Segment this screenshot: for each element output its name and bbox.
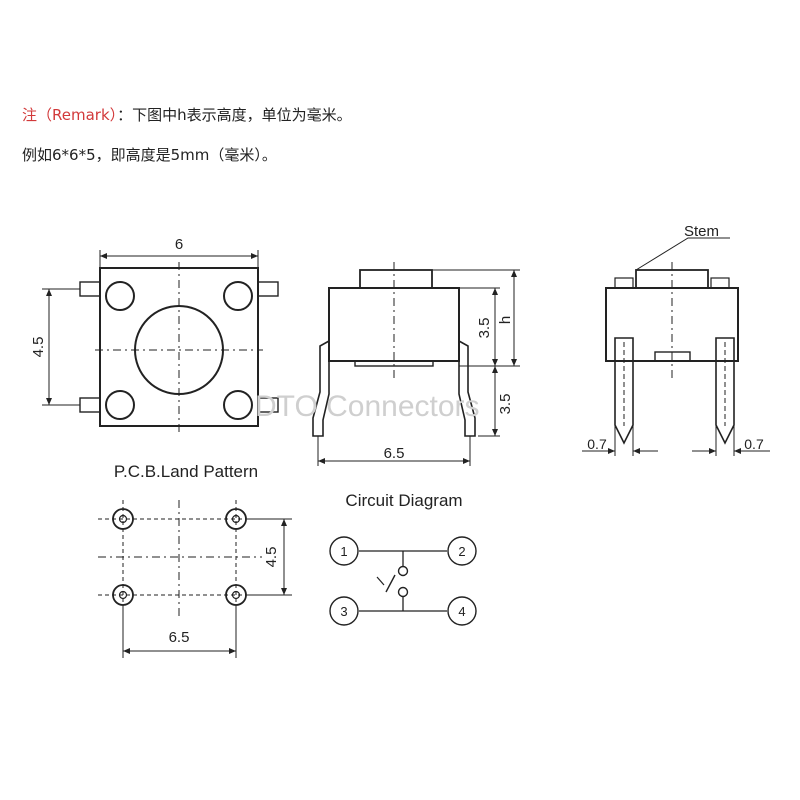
side-view-stem: [359, 269, 433, 289]
pcb-row-spacing-dimension: 4.5: [263, 547, 280, 568]
remark-label-en: （Remark）: [37, 106, 118, 124]
stem-label: Stem: [684, 223, 719, 240]
top-view-lead-br: [257, 397, 279, 413]
terminal-2: [447, 536, 477, 566]
pin-width-left-dimension: 0.7: [587, 436, 607, 452]
watermark-text: DTO Connectors: [255, 390, 480, 423]
pcb-title: P.C.B.Land Pattern: [114, 462, 258, 481]
terminal-1: [329, 536, 359, 566]
top-view-corner-bl: [105, 390, 135, 420]
top-view-corner-tl: [105, 281, 135, 311]
remark-text: ：下图中h表示高度，单位为毫米。: [117, 106, 352, 124]
top-view-corner-br: [223, 390, 253, 420]
top-view-lead-tl: [79, 281, 101, 297]
terminal-3-label: 3: [340, 604, 347, 619]
pcb-col-spacing-dimension: 6.5: [169, 629, 190, 646]
circuit-diagram: [329, 536, 477, 626]
total-height-label: h: [497, 316, 514, 324]
remark-label-cn: 注: [22, 106, 38, 124]
pin-width-right-dimension: 0.7: [744, 436, 764, 452]
pin-span-dimension: 6.5: [384, 445, 405, 462]
remark-line: 注（Remark）：下图中h表示高度，单位为毫米。: [22, 104, 352, 125]
top-view-lead-bl: [79, 397, 101, 413]
terminal-2-label: 2: [458, 544, 465, 559]
top-view-lead-tr: [257, 281, 279, 297]
top-view-corner-tr: [223, 281, 253, 311]
pcb-pad: [112, 508, 134, 530]
top-view: [42, 250, 279, 432]
stem-leader-line: [635, 237, 730, 271]
stem-height-dimension: 3.5: [476, 318, 493, 339]
terminal-4-label: 4: [458, 604, 465, 619]
side-view-pin-right: [458, 340, 476, 437]
remark-example: 例如6*6*5，即高度是5mm（毫米）。: [22, 146, 277, 164]
terminal-1-label: 1: [340, 544, 347, 559]
pcb-land-pattern: [98, 500, 292, 658]
side-view-pin-left: [312, 340, 330, 437]
side-view: [312, 262, 520, 466]
end-view-pin-right: [715, 337, 735, 445]
end-view-pin-left: [614, 337, 634, 445]
end-view: [582, 237, 770, 456]
terminal-3: [329, 596, 359, 626]
top-width-dimension: 6: [175, 236, 183, 253]
circuit-title: Circuit Diagram: [345, 491, 462, 510]
pcb-pad: [225, 508, 247, 530]
top-height-dimension: 4.5: [30, 337, 47, 358]
pin-height-dimension: 3.5: [497, 394, 514, 415]
terminal-4: [447, 596, 477, 626]
